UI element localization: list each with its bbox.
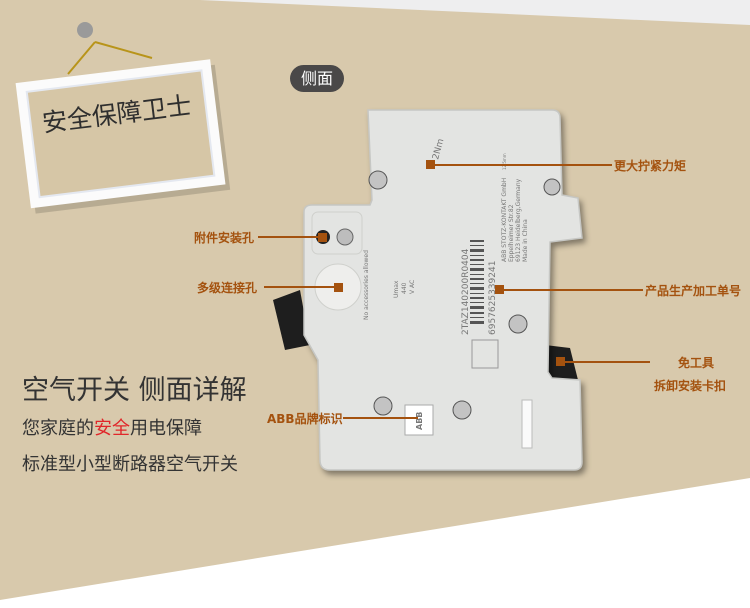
subtitle-1-after: 用电保障 (130, 418, 202, 439)
bottom-white-wedge (0, 478, 750, 608)
abb-logo: ABB (415, 412, 424, 430)
callout-lines (258, 160, 650, 419)
maker-line: 69123 Heidelberg,Germany (515, 178, 522, 262)
slot (521, 399, 533, 449)
certification-mark (471, 339, 499, 369)
callout-brand-mark: ABB品牌标识 (267, 412, 343, 426)
hang-string (67, 41, 96, 75)
callout-multi-connect-hole: 多级连接孔 (197, 281, 258, 295)
subtitle-1-before: 您家庭的 (22, 418, 94, 439)
callout-accessory-hole: 附件安装孔 (194, 231, 255, 245)
subtitle-1-highlight: 安全 (94, 418, 130, 439)
pin-icon (77, 22, 93, 38)
maker-line: Eppelheimer Str.82 (508, 204, 515, 262)
subtitle-1: 您家庭的安全用电保障 (22, 414, 202, 440)
screw-icon (373, 396, 393, 416)
sign-frame (15, 59, 231, 214)
unit-text: V AC (409, 280, 416, 294)
part-code: 2TAZ140200R0404 (461, 248, 471, 335)
dimension-text: 12.5mm (502, 153, 507, 170)
callout-serial-number: 产品生产加工单号 (645, 284, 742, 298)
callout-clip-line1: 免工具 (678, 356, 715, 370)
barcode-number: 6957625339241 (488, 261, 498, 335)
screw-icon (336, 228, 354, 246)
screw-icon (452, 400, 472, 420)
view-badge: 侧面 (290, 65, 344, 92)
umax-text: Umax (393, 280, 400, 298)
screw-icon (368, 170, 388, 190)
no-accessories-text: No accessories allowed (363, 250, 370, 320)
bottom-clip (273, 290, 310, 350)
callout-torque: 更大拧紧力矩 (614, 159, 687, 173)
voltage-text: 440 (401, 282, 408, 294)
maker-line: Made in China (522, 219, 529, 262)
barcode (470, 240, 484, 324)
headline: 空气开关 侧面详解 (22, 375, 247, 406)
callout-clip-line2: 拆卸安装卡扣 (654, 379, 727, 393)
abb-logo-box (404, 404, 434, 436)
top-white-wedge (200, 0, 750, 25)
screw-icon (508, 314, 528, 334)
hang-string (94, 41, 153, 59)
screw-icon (543, 178, 561, 196)
circuit-breaker: No accessories allowed Umax 440 V AC 2TA… (273, 109, 583, 471)
maker-line: ABB STOTZ-KONTAKT GmbH (501, 178, 508, 262)
subtitle-2: 标准型小型断路器空气开关 (22, 454, 238, 475)
